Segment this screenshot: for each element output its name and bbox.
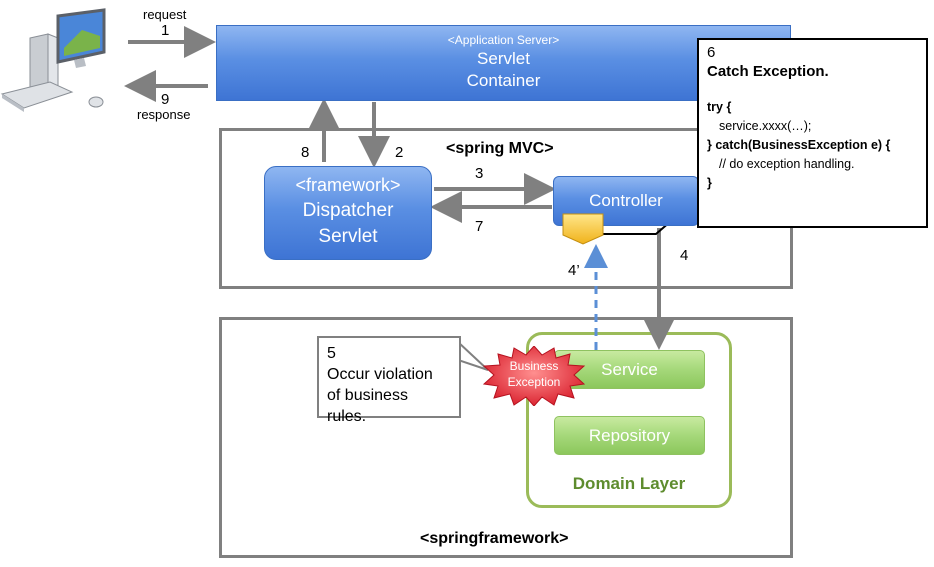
dispatcher-servlet-box: <framework> Dispatcher Servlet <box>264 166 432 260</box>
domain-layer-label: Domain Layer <box>572 474 686 493</box>
note6-title: Catch Exception. <box>707 63 829 80</box>
business-violation-note: 5 Occur violation of business rules. <box>317 336 461 425</box>
note5-line2: of business rules. <box>327 387 408 425</box>
app-server-tag: <Application Server> <box>447 33 560 47</box>
servlet-label: Servlet <box>477 49 530 68</box>
note6-number: 6 <box>707 44 716 61</box>
code-catch: } catch(BusinessException e) { <box>707 138 891 152</box>
response-label: response <box>137 107 191 122</box>
burst-line2: Exception <box>507 375 561 389</box>
catch-marker-icon <box>562 213 604 245</box>
request-label: request <box>143 7 187 22</box>
catch-exception-note: 6 Catch Exception. try { service.xxxx(…)… <box>697 38 928 228</box>
business-exception-label: Business Exception <box>482 358 586 390</box>
code-close: } <box>707 176 712 190</box>
note5-line1: Occur violation <box>327 366 433 383</box>
springframework-label: <springframework> <box>420 530 569 547</box>
code-comment: // do exception handling. <box>719 157 855 171</box>
repository-label: Repository <box>588 426 671 445</box>
code-service-call: service.xxxx(…); <box>719 119 812 133</box>
step4-label: 4 <box>680 247 689 264</box>
business-exception-burst-icon <box>482 346 586 406</box>
spring-mvc-title: <spring MVC> <box>446 140 554 157</box>
container-label: Container <box>466 71 541 90</box>
servlet-sub-label: Servlet <box>318 226 378 247</box>
step3-label: 3 <box>475 165 484 182</box>
note5-callout-tail <box>458 340 489 371</box>
dispatcher-framework-tag: <framework> <box>295 175 401 195</box>
repository-box: Repository <box>554 416 705 455</box>
note5-number: 5 <box>327 345 336 362</box>
step9-label: 9 <box>161 91 170 108</box>
step4prime-label: 4’ <box>568 262 580 279</box>
step7-label: 7 <box>475 218 484 235</box>
client-computer-icon <box>0 8 106 112</box>
burst-line1: Business <box>509 359 559 373</box>
controller-label: Controller <box>589 191 663 210</box>
note6-code: try { service.xxxx(…); } catch(BusinessE… <box>707 98 918 193</box>
dispatcher-label: Dispatcher <box>302 200 394 221</box>
code-try: try { <box>707 100 732 114</box>
servlet-container-box: <Application Server> Servlet Container <box>216 25 791 101</box>
step1-label: 1 <box>161 22 170 39</box>
step2-label: 2 <box>395 144 404 161</box>
service-label: Service <box>601 360 658 379</box>
step8-label: 8 <box>301 144 310 161</box>
